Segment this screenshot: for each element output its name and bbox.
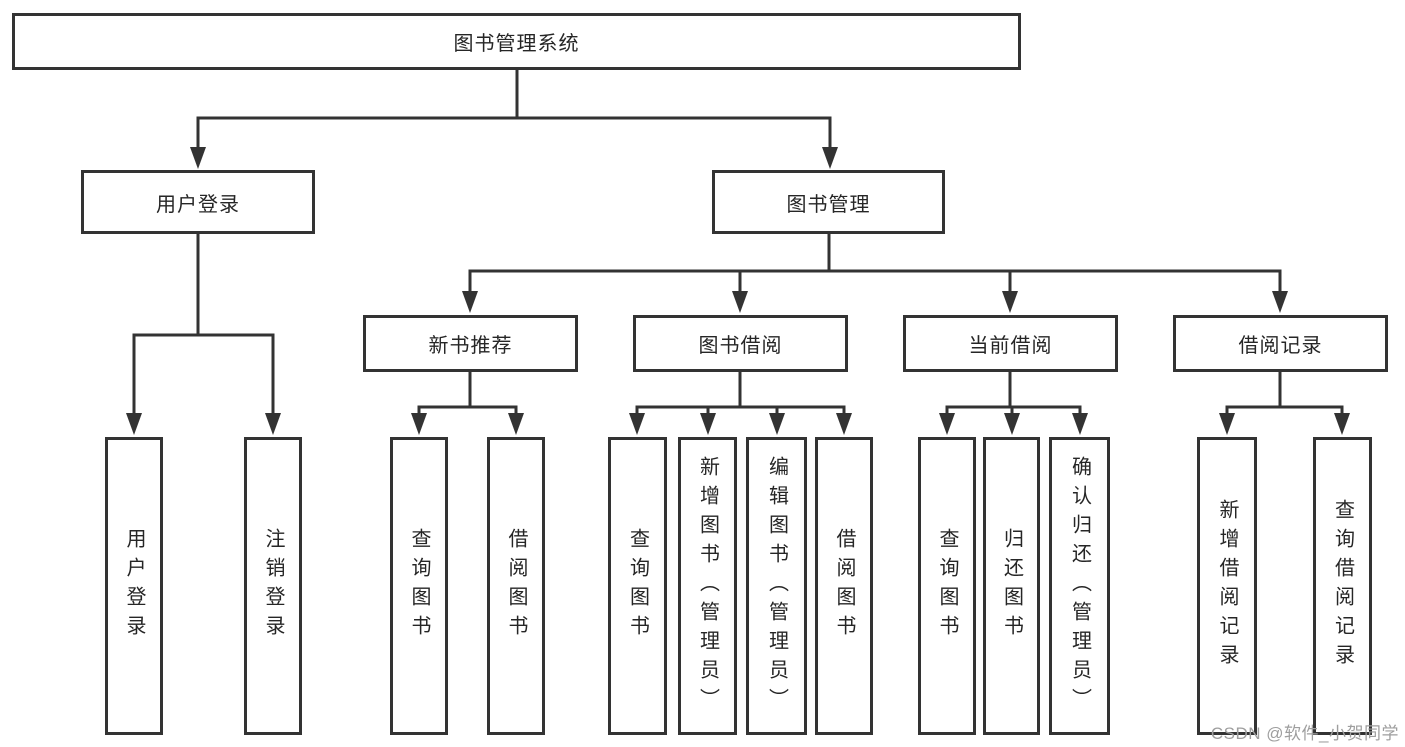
node-new-book-recommendation: 新书推荐 [363, 315, 578, 372]
leaf-logout: 注销登录 [244, 437, 302, 735]
leaf-label: 注销登录 [262, 528, 284, 644]
leaf-label: 编辑图书（管理员） [765, 455, 788, 717]
leaf-user-login: 用户登录 [105, 437, 163, 735]
arrowhead-icon [1219, 413, 1235, 435]
leaf-label: 查询图书 [408, 528, 430, 644]
connector-root [196, 68, 832, 152]
leaf-label: 借阅图书 [505, 528, 527, 644]
leaf-label: 新增图书（管理员） [696, 455, 719, 717]
leaf-query-books-borrowing: 查询图书 [608, 437, 667, 735]
node-current-borrowing: 当前借阅 [903, 315, 1118, 372]
arrowhead-icon [732, 291, 748, 313]
arrowhead-icon [769, 413, 785, 435]
leaf-add-borrow-record: 新增借阅记录 [1197, 437, 1257, 735]
arrowhead-icon [1004, 413, 1020, 435]
arrowhead-icon [822, 147, 838, 169]
arrowhead-icon [411, 413, 427, 435]
arrowhead-icon [1072, 413, 1088, 435]
connector-current-group [945, 370, 1082, 418]
leaf-label: 查询借阅记录 [1331, 499, 1354, 673]
leaf-query-books-recommend: 查询图书 [390, 437, 448, 735]
arrowhead-icon [508, 413, 524, 435]
csdn-watermark: CSDN @软件_小贺同学 [1210, 724, 1399, 743]
arrowhead-icon [462, 291, 478, 313]
leaf-label: 归还图书 [1000, 528, 1023, 644]
connector-login-group [132, 232, 275, 418]
leaf-label: 借阅图书 [833, 528, 855, 644]
arrowhead-icon [265, 413, 281, 435]
arrowhead-icon [1334, 413, 1350, 435]
leaf-label: 确认归还（管理员） [1068, 455, 1091, 717]
leaf-label: 用户登录 [123, 528, 145, 644]
arrowhead-icon [1272, 291, 1288, 313]
leaf-edit-book-admin: 编辑图书（管理员） [746, 437, 807, 735]
connector-records-group [1225, 370, 1344, 418]
connector-newbook-group [417, 370, 518, 418]
node-borrowing-records: 借阅记录 [1173, 315, 1388, 372]
leaf-label: 新增借阅记录 [1216, 499, 1238, 673]
leaf-label: 查询图书 [936, 528, 958, 644]
arrowhead-icon [1002, 291, 1018, 313]
leaf-borrow-books-borrowing: 借阅图书 [815, 437, 873, 735]
arrowhead-icon [939, 413, 955, 435]
arrowhead-icon [629, 413, 645, 435]
leaf-label: 查询图书 [626, 528, 649, 644]
leaf-query-borrow-record: 查询借阅记录 [1313, 437, 1372, 735]
arrowhead-icon [700, 413, 716, 435]
arrowhead-icon [836, 413, 852, 435]
leaf-add-book-admin: 新增图书（管理员） [678, 437, 737, 735]
leaf-query-books-current: 查询图书 [918, 437, 976, 735]
connector-manage-group [468, 232, 1282, 296]
leaf-return-books: 归还图书 [983, 437, 1040, 735]
node-user-login: 用户登录 [81, 170, 315, 234]
arrowhead-icon [126, 413, 142, 435]
connector-borrowing-group [635, 370, 846, 418]
node-book-management: 图书管理 [712, 170, 945, 234]
node-library-management-system: 图书管理系统 [12, 13, 1021, 70]
leaf-confirm-return-admin: 确认归还（管理员） [1049, 437, 1110, 735]
leaf-borrow-books-recommend: 借阅图书 [487, 437, 545, 735]
node-book-borrowing: 图书借阅 [633, 315, 848, 372]
arrowhead-icon [190, 147, 206, 169]
